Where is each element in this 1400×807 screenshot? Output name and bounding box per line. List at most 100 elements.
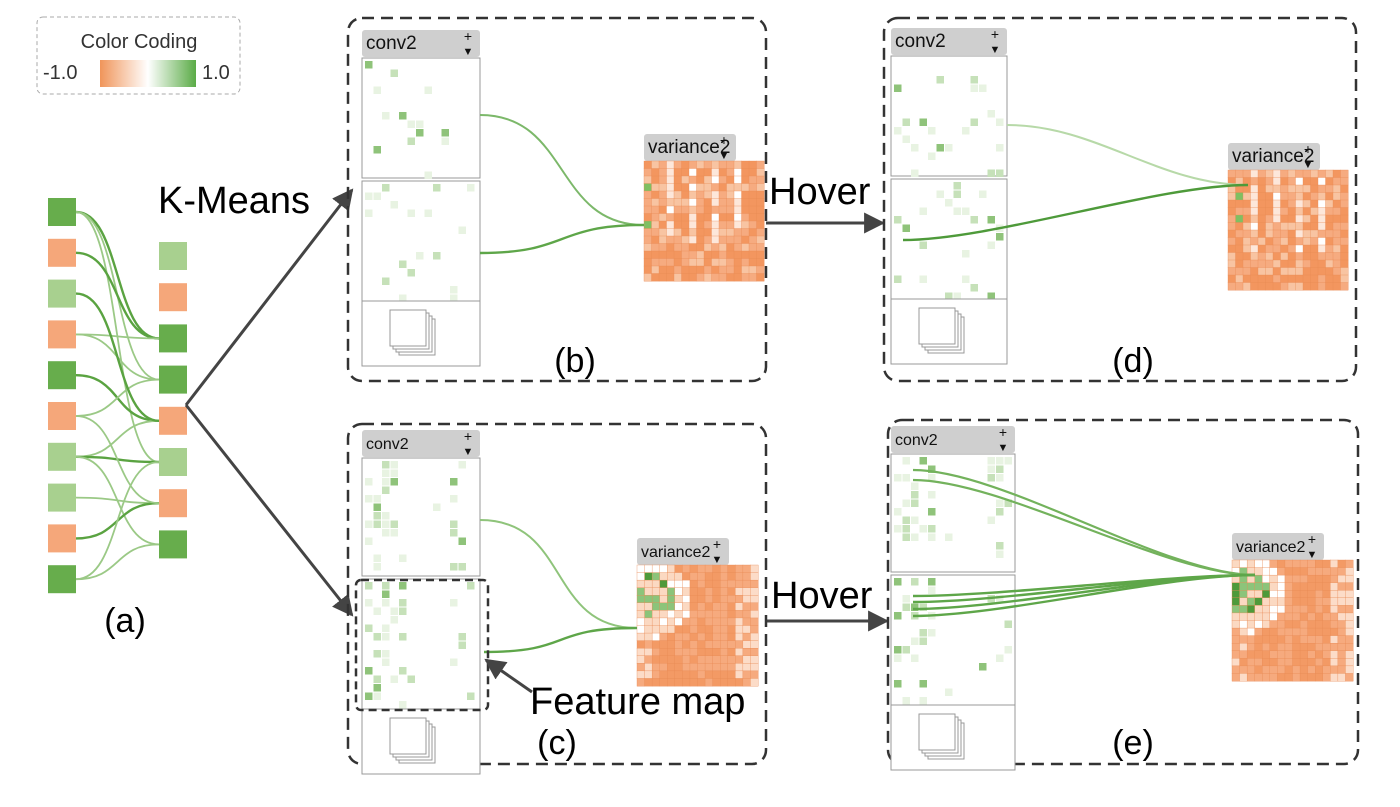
variance-cell [688, 235, 697, 244]
variance-cell [674, 663, 683, 672]
variance-cell [1239, 582, 1248, 591]
variance-cell [1292, 650, 1301, 659]
variance-cell [1307, 590, 1316, 599]
variance-cell [711, 175, 720, 184]
variance-cell [1272, 169, 1281, 178]
variance-cell [1242, 207, 1251, 216]
feature-pixel [936, 76, 944, 84]
variance-cell [712, 587, 721, 596]
variance-cell [643, 190, 652, 199]
variance-cell [1235, 199, 1244, 208]
variance-cell [733, 198, 742, 207]
feature-pixel [996, 474, 1004, 482]
feature-pixel [390, 69, 398, 77]
label-c: (c) [537, 724, 577, 762]
feature-pixel [382, 590, 390, 598]
feature-pixel [399, 633, 407, 641]
variance-cell [1246, 574, 1256, 584]
variance-cell [1325, 184, 1334, 193]
variance-cell [681, 168, 690, 177]
variance-cell [682, 670, 691, 679]
variance-cell [1272, 229, 1281, 238]
variance-cell [718, 273, 727, 282]
variance-cell [1262, 590, 1271, 599]
variance-cell [1272, 177, 1281, 186]
variance-cell [1330, 597, 1339, 606]
variance-cell [697, 587, 706, 596]
variance-cell [1332, 214, 1341, 223]
dropdown-icon: ▼ [719, 150, 730, 162]
variance-cell [711, 160, 720, 169]
variance-cell [1337, 635, 1346, 644]
variance-cell [659, 610, 668, 619]
variance-cell [1337, 559, 1346, 568]
variance-cell [1292, 582, 1301, 591]
variance-cell [1307, 612, 1316, 621]
arrow-to-c [184, 404, 354, 617]
variance-cell [1307, 665, 1316, 674]
cluster-edge [75, 378, 160, 417]
feature-pixel [373, 146, 381, 154]
panel-c: conv2+▼variance2+▼ [346, 422, 768, 775]
connection-edge [483, 626, 638, 654]
variance-cell [1310, 177, 1319, 186]
variance-cell [712, 572, 721, 581]
variance-cell [651, 258, 660, 267]
feature-pixel [987, 110, 995, 118]
variance-cell [703, 183, 712, 192]
variance-cell [720, 670, 729, 679]
variance-cell [1235, 169, 1244, 178]
variance-cell [1295, 244, 1304, 253]
variance-cell [689, 663, 698, 672]
right-node [159, 242, 187, 270]
panel-title: conv2 [366, 436, 409, 453]
variance-cell [666, 243, 675, 252]
variance-cell [711, 273, 720, 282]
variance-cell [735, 587, 744, 596]
variance-cell [1330, 673, 1339, 682]
connection-edge [479, 519, 638, 629]
feature-pixel [953, 292, 961, 300]
feature-pixel [902, 603, 910, 611]
variance-cell [748, 168, 757, 177]
variance-cell [756, 213, 765, 222]
feature-pixel [945, 292, 953, 300]
feature-pixel [450, 563, 458, 571]
variance-cell [1340, 192, 1349, 201]
variance-cell [689, 579, 698, 589]
variance-cell [1325, 192, 1334, 201]
variance-cell [726, 183, 735, 192]
variance-cell [1269, 627, 1278, 636]
panel-title: variance2 [1232, 146, 1314, 167]
feature-pixel [1004, 499, 1012, 507]
variance-cell [681, 235, 690, 244]
feature-pixel [373, 86, 381, 94]
cluster-edge [75, 333, 160, 340]
panel-header [891, 28, 1007, 55]
variance-cell [696, 220, 705, 229]
feature-pixel [373, 495, 381, 503]
variance-cell [741, 168, 750, 177]
variance-cell [1280, 177, 1289, 186]
variance-cell [643, 213, 652, 222]
variance-cell [651, 617, 661, 626]
variance-cell [750, 663, 759, 672]
variance-cell [735, 602, 744, 611]
variance-cell [1250, 282, 1259, 291]
left-node [48, 198, 76, 226]
variance-cell [1332, 207, 1341, 216]
variance-cell [748, 220, 757, 229]
variance-cell [659, 572, 668, 581]
variance-cell [1332, 169, 1341, 178]
variance-cell [1269, 605, 1278, 614]
variance-cell [1325, 282, 1334, 291]
variance-cell [726, 213, 735, 222]
variance-cell [1254, 620, 1263, 629]
variance-cell [1262, 643, 1271, 652]
variance-cell [651, 175, 660, 184]
variance-cell [636, 655, 645, 664]
feature-map-top [361, 457, 481, 577]
variance-cell [659, 564, 668, 573]
variance-cell [741, 183, 750, 192]
feature-pixel [945, 688, 953, 696]
